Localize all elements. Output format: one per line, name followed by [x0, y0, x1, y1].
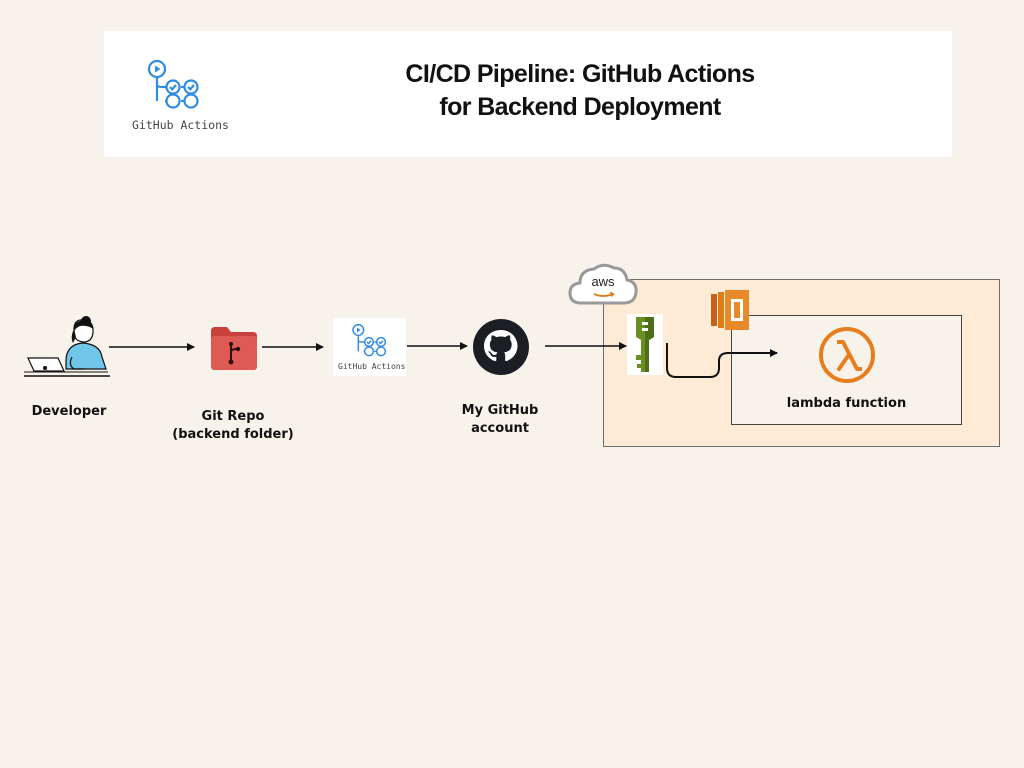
github-actions-logo: [140, 56, 200, 112]
git-repo-label: Git Repo (backend folder): [168, 408, 298, 444]
github-octocat-icon: [473, 319, 529, 375]
arrow-secrets-to-lambda: [666, 343, 778, 378]
aws-ec2-icon: [711, 290, 749, 330]
logo-caption: GitHub Actions: [132, 118, 229, 132]
title-line-2: for Backend Deployment: [439, 93, 721, 121]
title-line-1: CI/CD Pipeline: GitHub Actions: [405, 60, 755, 88]
github-actions-node-caption: GitHub Actions: [338, 362, 406, 371]
git-repo-node: [209, 325, 259, 371]
header-card: [104, 31, 952, 157]
github-account-node: [472, 318, 530, 376]
folder-git-icon: [211, 327, 257, 370]
lambda-container: [731, 315, 962, 425]
git-repo-label-line1: Git Repo: [201, 409, 265, 424]
git-repo-label-line2: (backend folder): [172, 427, 294, 442]
aws-compute-node: [711, 290, 749, 330]
github-account-label-line1: My GitHub: [461, 403, 539, 418]
github-account-label-line2: account: [471, 421, 529, 436]
github-actions-node: GitHub Actions: [333, 318, 406, 376]
page-title: CI/CD Pipeline: GitHub Actions for Backe…: [330, 58, 830, 124]
developer-node: [22, 313, 112, 381]
developer-icon: [24, 316, 110, 377]
lambda-icon: [819, 327, 875, 383]
aws-badge-text: aws: [591, 274, 615, 289]
github-account-label: My GitHub account: [450, 402, 550, 438]
github-actions-node-icon: [352, 323, 387, 357]
key-icon: [636, 317, 654, 372]
developer-label: Developer: [31, 404, 107, 419]
aws-cloud-badge: [567, 261, 639, 307]
lambda-label: lambda function: [786, 396, 907, 411]
aws-cloud-icon: [568, 263, 638, 305]
secrets-node: [627, 314, 663, 375]
github-actions-icon: [147, 59, 199, 109]
lambda-node: [818, 326, 876, 384]
